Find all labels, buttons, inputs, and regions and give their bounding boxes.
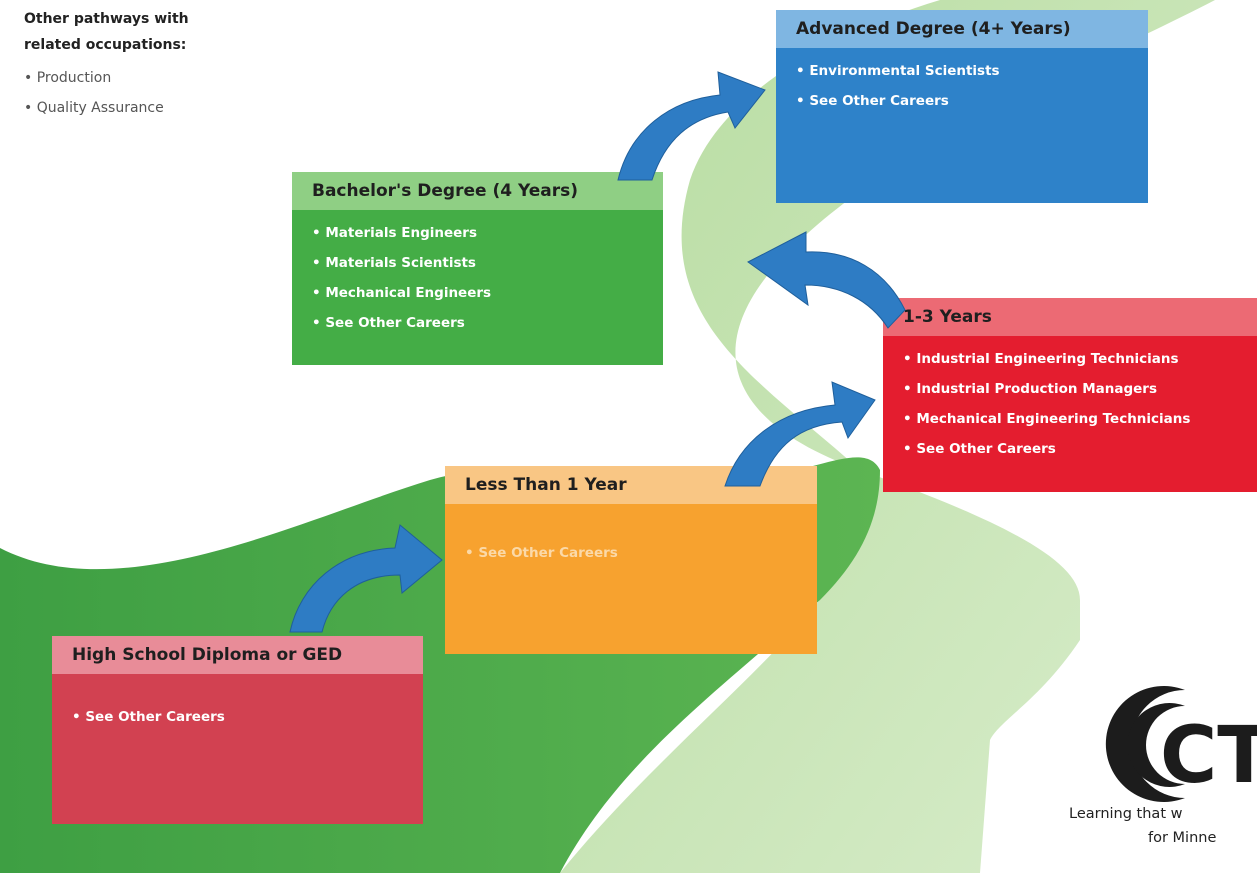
career-link[interactable]: • Environmental Scientists bbox=[796, 63, 1000, 79]
other-pathway-link-quality-assurance[interactable]: • Quality Assurance bbox=[24, 100, 164, 116]
step-1-3-years: 1-3 Years • Industrial Engineering Techn… bbox=[883, 298, 1257, 492]
step-high-school: High School Diploma or GED • See Other C… bbox=[52, 636, 423, 824]
logo-tagline-line1: Learning that w bbox=[1069, 806, 1183, 822]
step-title: Advanced Degree (4+ Years) bbox=[776, 10, 1148, 48]
career-link[interactable]: • Materials Scientists bbox=[312, 255, 476, 271]
step-bachelors-degree: Bachelor's Degree (4 Years) • Materials … bbox=[292, 172, 663, 365]
other-pathways-panel: Other pathways with related occupations:… bbox=[24, 6, 284, 118]
logo-icon: CT bbox=[1105, 686, 1257, 802]
career-link[interactable]: • Industrial Production Managers bbox=[903, 381, 1157, 397]
career-link[interactable]: • Industrial Engineering Technicians bbox=[903, 351, 1179, 367]
step-title: Bachelor's Degree (4 Years) bbox=[292, 172, 663, 210]
step-less-than-1-year: Less Than 1 Year • See Other Careers bbox=[445, 466, 817, 654]
logo-tagline-line2: for Minne bbox=[1148, 830, 1217, 846]
career-link[interactable]: • Mechanical Engineers bbox=[312, 285, 492, 301]
career-link[interactable]: • See Other Careers bbox=[312, 315, 465, 331]
other-pathway-link-production[interactable]: • Production bbox=[24, 70, 112, 86]
career-link[interactable]: • Materials Engineers bbox=[312, 225, 477, 241]
logo-letters: CT bbox=[1160, 711, 1257, 801]
career-link[interactable]: • See Other Careers bbox=[72, 709, 225, 725]
career-link[interactable]: • See Other Careers bbox=[465, 545, 618, 561]
career-link[interactable]: • See Other Careers bbox=[796, 93, 949, 109]
step-title: High School Diploma or GED bbox=[52, 636, 423, 674]
step-title: 1-3 Years bbox=[883, 298, 1257, 336]
step-title: Less Than 1 Year bbox=[445, 466, 817, 504]
light-path-band bbox=[560, 0, 1215, 873]
step-advanced-degree: Advanced Degree (4+ Years) • Environment… bbox=[776, 10, 1148, 203]
career-link[interactable]: • Mechanical Engineering Technicians bbox=[903, 411, 1191, 427]
other-pathways-title-line2: related occupations: bbox=[24, 37, 187, 53]
other-pathways-title-line1: Other pathways with bbox=[24, 11, 189, 27]
career-link[interactable]: • See Other Careers bbox=[903, 441, 1056, 457]
